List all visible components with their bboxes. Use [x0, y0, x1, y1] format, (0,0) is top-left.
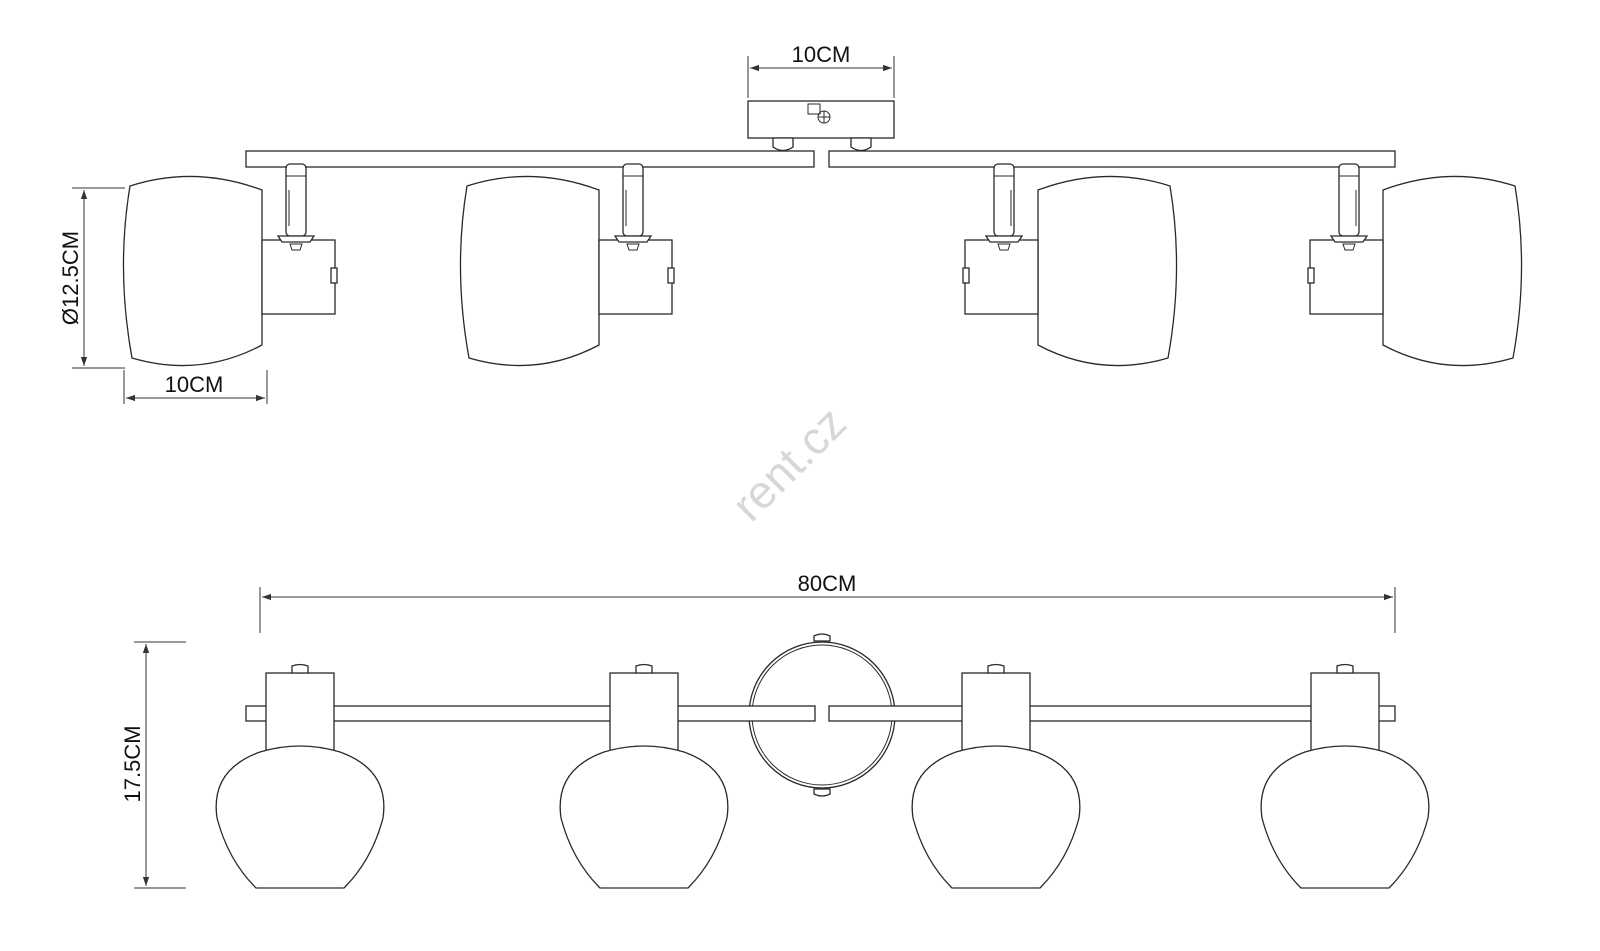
top-spot-1 — [122, 163, 338, 367]
shade-depth-label: 10CM — [165, 372, 224, 397]
front-spot-3 — [911, 663, 1081, 889]
front-bar-right — [828, 705, 1396, 722]
top-spot-2 — [459, 163, 675, 367]
top-canopy — [747, 100, 895, 139]
top-bar-right — [828, 150, 1396, 168]
top-spot-4 — [1307, 163, 1523, 367]
total-length-label: 80CM — [798, 571, 857, 596]
total-height-label: 17.5CM — [120, 725, 145, 802]
shade-diameter-label: Ø12.5CM — [58, 231, 83, 325]
watermark: rent.cz — [721, 396, 855, 530]
front-spot-1 — [215, 663, 385, 889]
canopy-width-label: 10CM — [792, 42, 851, 67]
top-bar-left — [245, 150, 815, 168]
front-spot-4 — [1260, 663, 1430, 889]
front-spot-2 — [559, 663, 729, 889]
top-spot-3 — [962, 163, 1178, 367]
